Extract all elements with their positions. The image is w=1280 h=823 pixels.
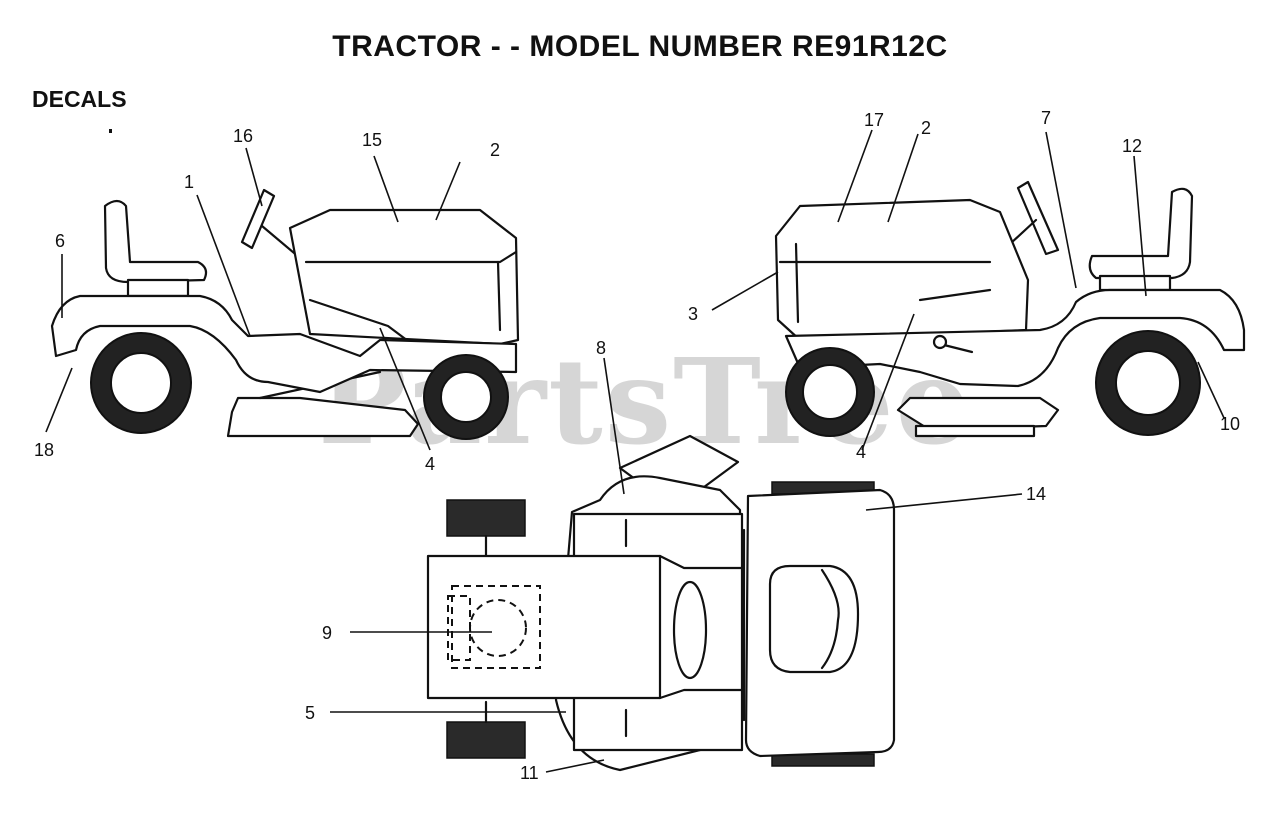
callout-17: 17 — [864, 110, 885, 130]
callout-16: 16 — [233, 126, 254, 146]
callout-1: 1 — [184, 172, 195, 192]
callout-7: 7 — [1041, 108, 1052, 128]
callout-2-left: 2 — [490, 140, 501, 160]
callout-leaders — [45, 129, 1225, 773]
callout-4-left: 4 — [425, 454, 436, 474]
seat-left — [103, 199, 208, 284]
callout-6: 6 — [55, 231, 66, 251]
seat-decal-circle — [469, 599, 527, 657]
callout-15: 15 — [362, 130, 383, 150]
callout-2-right: 2 — [921, 118, 932, 138]
rear-tire-top-upper — [446, 499, 526, 537]
rear-tire-top-lower — [446, 721, 526, 759]
callout-3: 3 — [688, 304, 699, 324]
steering-wheel-left — [240, 188, 276, 250]
rear-body-top — [426, 554, 744, 700]
callout-9: 9 — [322, 623, 333, 643]
grille-top — [768, 564, 860, 674]
hood-left — [288, 208, 520, 346]
callout-5: 5 — [305, 703, 316, 723]
callout-18: 18 — [34, 440, 55, 460]
callout-11: 11 — [520, 763, 539, 783]
hood-right — [774, 198, 1030, 342]
section-label: DECALS — [32, 86, 127, 112]
dot-mark — [109, 129, 112, 133]
body-left — [50, 294, 518, 394]
steering-wheel-right — [1016, 180, 1060, 256]
mower-deck-left — [226, 396, 420, 438]
steering-column-top — [672, 580, 708, 680]
callout-8: 8 — [596, 338, 607, 358]
seat-right — [1088, 187, 1194, 280]
body-right — [784, 288, 1246, 388]
tractor-left-side-view — [50, 188, 520, 440]
tractor-top-view — [426, 434, 896, 772]
diagram-title: TRACTOR - - MODEL NUMBER RE91R12C — [332, 30, 948, 63]
callout-14: 14 — [1026, 484, 1047, 504]
callout-12: 12 — [1122, 136, 1143, 156]
callout-10: 10 — [1220, 414, 1241, 434]
callout-4-right: 4 — [856, 442, 867, 462]
tractor-right-side-view — [774, 180, 1246, 438]
